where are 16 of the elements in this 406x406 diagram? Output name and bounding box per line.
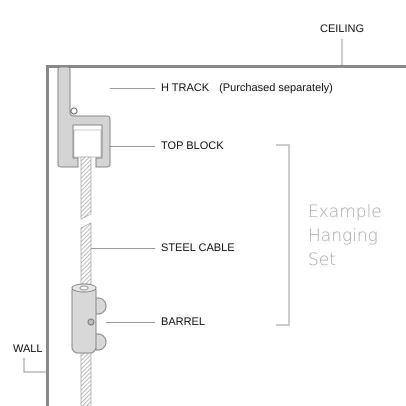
wall-line (46, 65, 49, 406)
barrel-drawing (72, 284, 106, 354)
barrel-label: BARREL (161, 316, 206, 329)
set-label: Example Hanging Set (308, 201, 383, 272)
top-block (74, 130, 102, 158)
ceiling-label: CEILING (320, 23, 364, 36)
block-label: TOP BLOCK (161, 140, 224, 153)
track-drawing (58, 66, 110, 168)
note-text: (Purchased separately) (219, 82, 333, 94)
track-label: H TRACK (161, 82, 210, 94)
ceiling-line (46, 65, 406, 68)
wall-label: WALL (13, 343, 43, 356)
leader-line (24, 358, 46, 372)
leader-line (110, 88, 156, 89)
cable-label: STEEL CABLE (161, 242, 235, 255)
leader-line (90, 248, 156, 249)
